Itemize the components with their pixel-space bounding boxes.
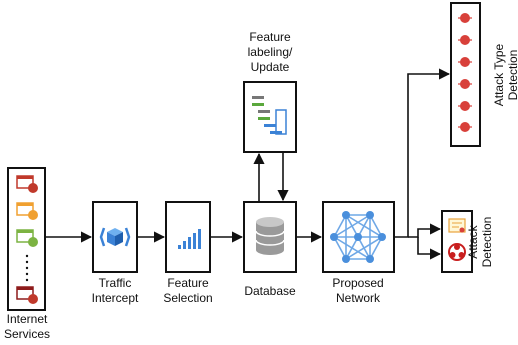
attack-detection-label-line1: Attack <box>466 225 480 259</box>
feature-labeling-label: Feature labeling/ Update <box>236 30 304 75</box>
database-icon <box>255 217 285 255</box>
neural-network-nodes <box>330 211 386 263</box>
attack-type-detection-label: Attack Type Detection <box>492 20 518 130</box>
internet-services-label: Internet Services <box>0 312 54 342</box>
proposed-network-label: Proposed Network <box>318 276 398 306</box>
web-service-icon <box>16 202 38 220</box>
feature-labeling-label-line1: Feature <box>249 30 291 44</box>
feature-selection-node <box>165 201 211 273</box>
attack-detection-label-line2: Detection <box>480 216 494 268</box>
feature-bars-icon <box>178 229 201 249</box>
proposed-network-label-line2: Network <box>335 291 380 305</box>
database-label: Database <box>244 284 296 298</box>
internet-services-label-line2: Services <box>3 327 50 341</box>
attack-type-detection-label-line2: Detection <box>506 49 518 101</box>
arrow-network-to-attack-lower <box>417 237 442 260</box>
attack-type-detection-label-line1: Attack Type <box>492 43 506 107</box>
feature-selection-label-line2: Selection <box>163 291 213 305</box>
arrow-network-to-attack-upper <box>408 223 442 238</box>
attack-detection-node <box>441 210 473 273</box>
attack-detection-label: Attack Detection <box>466 212 496 272</box>
bug-legs <box>458 17 472 128</box>
traffic-intercept-label-line1: Traffic <box>98 276 132 290</box>
flow-arrows <box>45 68 451 260</box>
feature-labeling-label-line3: Update <box>250 60 290 74</box>
labeling-tree-icon <box>252 96 287 135</box>
network-intercept-icon <box>99 227 131 247</box>
traffic-intercept-label: Traffic Intercept <box>85 276 145 306</box>
web-service-icon <box>16 229 38 247</box>
web-service-icon <box>16 286 38 304</box>
proposed-network-label-line1: Proposed <box>332 276 384 290</box>
biohazard-icon <box>448 243 466 261</box>
web-service-icon <box>16 175 38 193</box>
alert-document-icon <box>448 218 466 233</box>
database-node <box>243 201 297 273</box>
internet-services-label-line1: Internet <box>6 312 48 326</box>
attack-type-detection-node <box>450 2 481 147</box>
feature-labeling-label-line2: labeling/ <box>247 45 293 59</box>
feature-selection-label-line1: Feature <box>167 276 209 290</box>
traffic-intercept-label-line2: Intercept <box>91 291 139 305</box>
feature-labeling-node <box>243 81 297 153</box>
arrow-network-to-attack-type <box>394 68 451 238</box>
proposed-network-node <box>322 201 395 273</box>
ellipsis-dots <box>25 254 29 282</box>
feature-selection-label: Feature Selection <box>158 276 218 306</box>
internet-services-node <box>7 167 46 311</box>
traffic-intercept-node <box>92 201 138 273</box>
